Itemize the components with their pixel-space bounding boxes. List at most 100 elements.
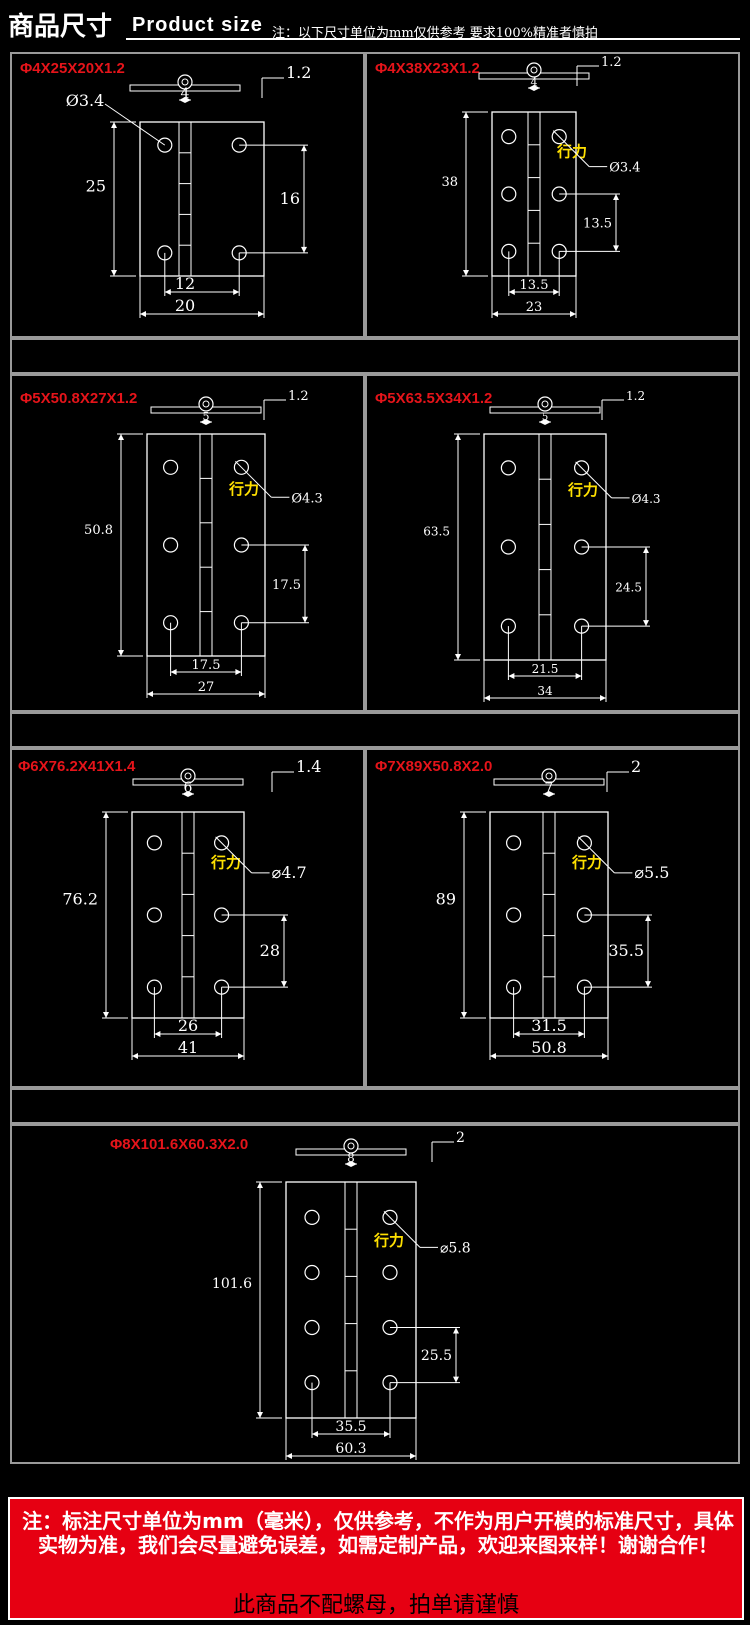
footer-note: 注：标注尺寸单位为mm（毫米），仅供参考，不作为用户开模的标准尺寸，具体实物为准… <box>22 1509 734 1557</box>
hinge-1-width-label: 20 <box>175 296 195 315</box>
hinge-7-pitch-dim-arrows <box>453 1327 459 1383</box>
hinge-4-hole-left-0 <box>500 460 516 476</box>
hinge-7-pitch-label: 25.5 <box>421 1348 452 1364</box>
page-header: 商品尺寸 Product size 注：以下尺寸单位为mm仅供参考 要求100%… <box>0 0 750 44</box>
hinge-4-thickness-label: 1.2 <box>626 389 645 403</box>
hinge-2-hole-label: Ø3.4 <box>609 161 640 176</box>
hinge-2-span-label: 13.5 <box>520 278 549 293</box>
hinge-7-hole-leader <box>383 1211 421 1248</box>
hinge-1-hole-label: Ø3.4 <box>66 91 105 110</box>
hinge-6-hole-leader <box>578 836 615 874</box>
hinge-2-brand-label: 行力 <box>556 142 587 160</box>
hinge-2-knuckle-label: 4 <box>531 76 538 89</box>
hinge-5-pitch-label: 28 <box>260 941 280 960</box>
hinge-3-thickness-label: 1.2 <box>288 389 309 404</box>
hinge-6-hole-left-1 <box>505 907 522 923</box>
hinge-7-hole-label: ⌀5.8 <box>440 1240 471 1256</box>
hinge-6-knuckle <box>541 768 557 784</box>
header-underline <box>126 38 740 40</box>
header-note: 注：以下尺寸单位为mm仅供参考 要求100%精准者慎拍 <box>272 26 598 41</box>
hinge-spec-2: Φ4X38X23X1.2 <box>375 60 480 77</box>
hinge-7-knuckle-label: 8 <box>347 1151 355 1165</box>
hinge-1-pitch-label: 16 <box>280 189 300 208</box>
hinge-5-span-label: 26 <box>178 1016 198 1035</box>
hinge-6-knuckle-dim-arrows <box>543 791 555 797</box>
footer-warning: 此商品不配螺母，拍单请谨慎 <box>232 1593 519 1618</box>
hinge-5-knuckle <box>180 768 196 784</box>
hinge-spec-7: Φ8X101.6X60.3X2.0 <box>110 1136 249 1153</box>
hinge-7-hole-left-2 <box>304 1319 320 1336</box>
hinge-2-hole-leader <box>552 130 590 167</box>
hinge-3-hole-leader <box>235 460 272 498</box>
hinge-6-pitch-label: 35.5 <box>608 941 644 960</box>
hinge-4-hole-left-1 <box>500 539 516 555</box>
hinge-7-body <box>285 1181 417 1419</box>
hinge-1-pin <box>181 78 189 86</box>
hinge-3-knuckle-label: 5 <box>203 410 210 423</box>
hinge-7-hole-right-0 <box>382 1209 398 1226</box>
hinge-7-width-label: 60.3 <box>335 1441 366 1457</box>
hinge-cell-1 <box>10 52 365 338</box>
hinge-3-hole-right-0 <box>233 459 249 475</box>
hinge-6-knuckle-label: 7 <box>545 780 554 796</box>
hinge-5-width-label: 41 <box>178 1038 198 1057</box>
hinge-4-hole-leader <box>575 461 612 499</box>
hinge-2-thickness-label: 1.2 <box>601 55 622 70</box>
hinge-3-height-label: 50.8 <box>84 523 113 538</box>
hinge-1-hole-left-0 <box>157 137 173 153</box>
hinge-5-knuckle-dim-arrows <box>182 791 194 797</box>
hinge-1-knuckle-dim-arrows <box>179 97 191 103</box>
hinge-5-pin <box>184 772 192 780</box>
hinge-5-hole-left-1 <box>146 907 162 923</box>
hinge-2-span-dim-arrows <box>508 289 560 295</box>
hinge-3-knuckle-dim-arrows <box>200 419 212 425</box>
hinge-2-height-label: 38 <box>441 175 458 190</box>
hinge-5-knuckle-label: 6 <box>184 780 193 796</box>
hinge-5-hole-right-0 <box>214 835 230 851</box>
footer-notice: 注：标注尺寸单位为mm（毫米），仅供参考，不作为用户开模的标准尺寸，具体实物为准… <box>8 1497 744 1620</box>
hinge-5-hole-leader <box>215 836 252 874</box>
row-spacer-2 <box>10 712 740 748</box>
hinge-7-thickness-label: 2 <box>456 1130 465 1146</box>
hinge-3-hole-left-0 <box>163 459 179 475</box>
hinge-spec-4: Φ5X63.5X34X1.2 <box>375 390 493 407</box>
hinge-7-height-label: 101.6 <box>212 1276 252 1292</box>
hinge-4-hole-label: Ø4.3 <box>632 492 661 506</box>
hinge-3-width-label: 27 <box>198 680 215 695</box>
hinge-3-pin <box>202 400 210 408</box>
hinge-4-brand-label: 行力 <box>567 481 598 499</box>
hinge-1-knuckle <box>177 74 193 90</box>
hinge-2-hole-left-1 <box>501 186 517 202</box>
hinge-1-thickness-label: 1.2 <box>286 63 311 82</box>
hinge-2-width-label: 23 <box>526 300 543 315</box>
hinge-4-height-label: 63.5 <box>423 525 450 539</box>
hinge-5-hole-label: ⌀4.7 <box>272 863 307 882</box>
header-title-en: Product size <box>132 14 263 36</box>
hinge-cell-5 <box>10 748 365 1088</box>
hinge-3-hole-label: Ø4.3 <box>291 491 322 506</box>
hinge-6-brand-label: 行力 <box>571 854 602 872</box>
hinge-cell-7 <box>10 1124 740 1464</box>
hinge-7-hole-left-0 <box>304 1209 320 1226</box>
hinge-6-hole-label: ⌀5.5 <box>634 863 669 882</box>
hinge-6-span-label: 31.5 <box>531 1016 567 1035</box>
hinge-4-hole-right-0 <box>573 460 590 476</box>
hinge-3-knuckle <box>198 396 214 412</box>
hinge-1-hole-leader <box>104 103 166 146</box>
hinge-6-hole-left-0 <box>505 835 522 851</box>
hinge-spec-1: Φ4X25X20X1.2 <box>20 60 125 77</box>
hinge-7-hole-right-1 <box>382 1264 398 1281</box>
hinge-5-brand-label: 行力 <box>210 854 241 872</box>
hinge-2-knuckle-dim-arrows <box>528 85 540 91</box>
hinge-7-brand-label: 行力 <box>373 1232 404 1250</box>
hinge-spec-3: Φ5X50.8X27X1.2 <box>20 390 138 407</box>
header-title-cn: 商品尺寸 <box>8 12 113 42</box>
hinge-7-knuckle <box>343 1138 359 1154</box>
hinge-4-knuckle-label: 5 <box>542 412 548 423</box>
hinge-2-pitch-label: 13.5 <box>583 217 612 232</box>
hinge-5-thickness-label: 1.4 <box>296 757 321 776</box>
hinge-cell-6 <box>365 748 740 1088</box>
hinge-2-pin <box>530 66 538 74</box>
hinge-3-hole-left-1 <box>163 537 179 553</box>
